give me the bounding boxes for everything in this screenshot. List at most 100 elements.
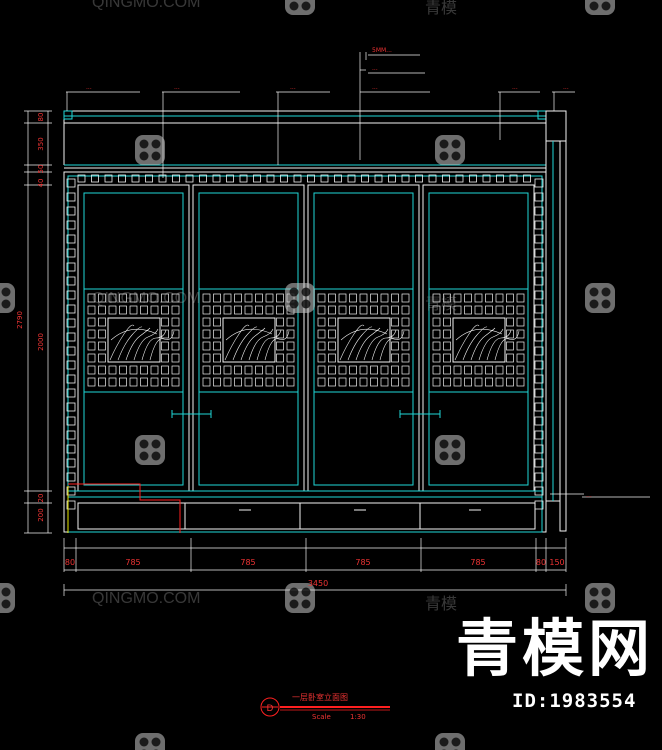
watermark-logo: [435, 733, 465, 750]
lattice-square: [464, 293, 472, 303]
lattice-square: [87, 329, 96, 339]
top-ornament-square: [239, 174, 248, 183]
watermark-logo-tile: [585, 0, 615, 15]
lattice-square: [213, 365, 221, 375]
watermark-logo-dot: [289, 299, 299, 309]
lattice-square: [380, 305, 389, 315]
watermark-logo-dot: [439, 439, 449, 449]
top-ornament-square: [482, 174, 491, 183]
left-column-square: [66, 332, 76, 342]
carving-stroke: [494, 330, 520, 361]
top-ornament-square: [77, 174, 86, 183]
watermark-logo-dot: [439, 139, 449, 149]
lattice-square: [495, 305, 504, 315]
watermark-logo-dot: [439, 451, 449, 461]
lattice-square: [401, 377, 410, 387]
lattice-square: [328, 365, 336, 375]
left-column-square: [66, 234, 76, 244]
left-column-square: [66, 262, 76, 272]
lattice-square: [328, 329, 336, 339]
right-column-square: [534, 192, 544, 202]
door-inner-frame: [313, 192, 414, 486]
lattice-square: [286, 329, 295, 339]
lattice-square: [108, 293, 117, 303]
lattice-square: [401, 317, 410, 327]
door-inner-frame: [83, 192, 184, 486]
lattice-square: [244, 377, 253, 387]
lattice-square: [359, 293, 368, 303]
carving-stroke: [455, 328, 503, 341]
lattice-square: [443, 329, 451, 339]
lattice-square: [98, 353, 106, 363]
lattice-square: [516, 377, 525, 387]
lattice-square: [485, 365, 493, 375]
lattice-square: [443, 293, 451, 303]
top-ornament-square: [496, 174, 504, 183]
lattice-square: [495, 365, 504, 375]
lattice-square: [359, 305, 368, 315]
lattice-square: [265, 305, 274, 315]
watermark-logo-dot: [451, 439, 461, 449]
lattice-square: [328, 317, 336, 327]
carved-panel: [337, 317, 391, 363]
left-column-square: [66, 290, 76, 300]
watermark-logo: [285, 283, 315, 313]
lattice-square: [140, 365, 148, 375]
lattice-square: [401, 353, 410, 363]
carving-stroke: [347, 326, 373, 361]
lattice-square: [432, 293, 441, 303]
right-column-square: [534, 262, 544, 272]
lattice-square: [432, 329, 441, 339]
lattice-square: [98, 317, 106, 327]
top-ornament-square: [442, 174, 450, 183]
watermark-logo-dot: [289, 287, 299, 297]
lattice-square: [380, 377, 389, 387]
lattice-square: [202, 305, 211, 315]
right-column-square: [534, 458, 544, 468]
lattice-square: [432, 353, 441, 363]
right-column-square: [534, 290, 544, 300]
lattice-square: [443, 353, 451, 363]
carving-stroke: [248, 328, 274, 361]
lattice-square: [432, 365, 441, 375]
left-column-square: [66, 206, 76, 216]
top-ornament-square: [469, 174, 477, 183]
lattice-square: [328, 377, 336, 387]
lattice-square: [495, 293, 504, 303]
left-column-square: [66, 304, 76, 314]
watermark-logo-dot: [451, 139, 461, 149]
watermark-logo-tile: [285, 283, 315, 313]
lattice-square: [516, 365, 525, 375]
lattice-square: [516, 341, 525, 351]
lattice-square: [244, 305, 253, 315]
lattice-square: [87, 341, 96, 351]
watermark-logo-tile: [585, 283, 615, 313]
lattice-square: [338, 305, 347, 315]
lattice-square: [474, 293, 483, 303]
watermark-logo-dot: [1, 287, 11, 297]
lattice-square: [391, 353, 399, 363]
top-ornament-square: [118, 174, 126, 183]
lattice-square: [202, 317, 211, 327]
top-ornament-square: [158, 174, 167, 183]
carving-stroke: [371, 329, 397, 361]
lattice-square: [161, 317, 169, 327]
lattice-square: [453, 377, 462, 387]
lattice-square: [150, 377, 159, 387]
left-column-square: [66, 318, 76, 328]
lattice-square: [286, 353, 295, 363]
left-column-square: [66, 402, 76, 412]
lattice-square: [98, 377, 106, 387]
top-ornament-square: [509, 174, 518, 183]
lattice-square: [150, 365, 159, 375]
lattice-square: [223, 365, 232, 375]
lattice-square: [119, 377, 127, 387]
lattice-square: [119, 293, 127, 303]
lattice-square: [485, 377, 493, 387]
top-ornament-square: [307, 174, 315, 183]
watermark-logo-tile: [285, 0, 315, 15]
lattice-square: [202, 293, 211, 303]
lattice-square: [202, 341, 211, 351]
